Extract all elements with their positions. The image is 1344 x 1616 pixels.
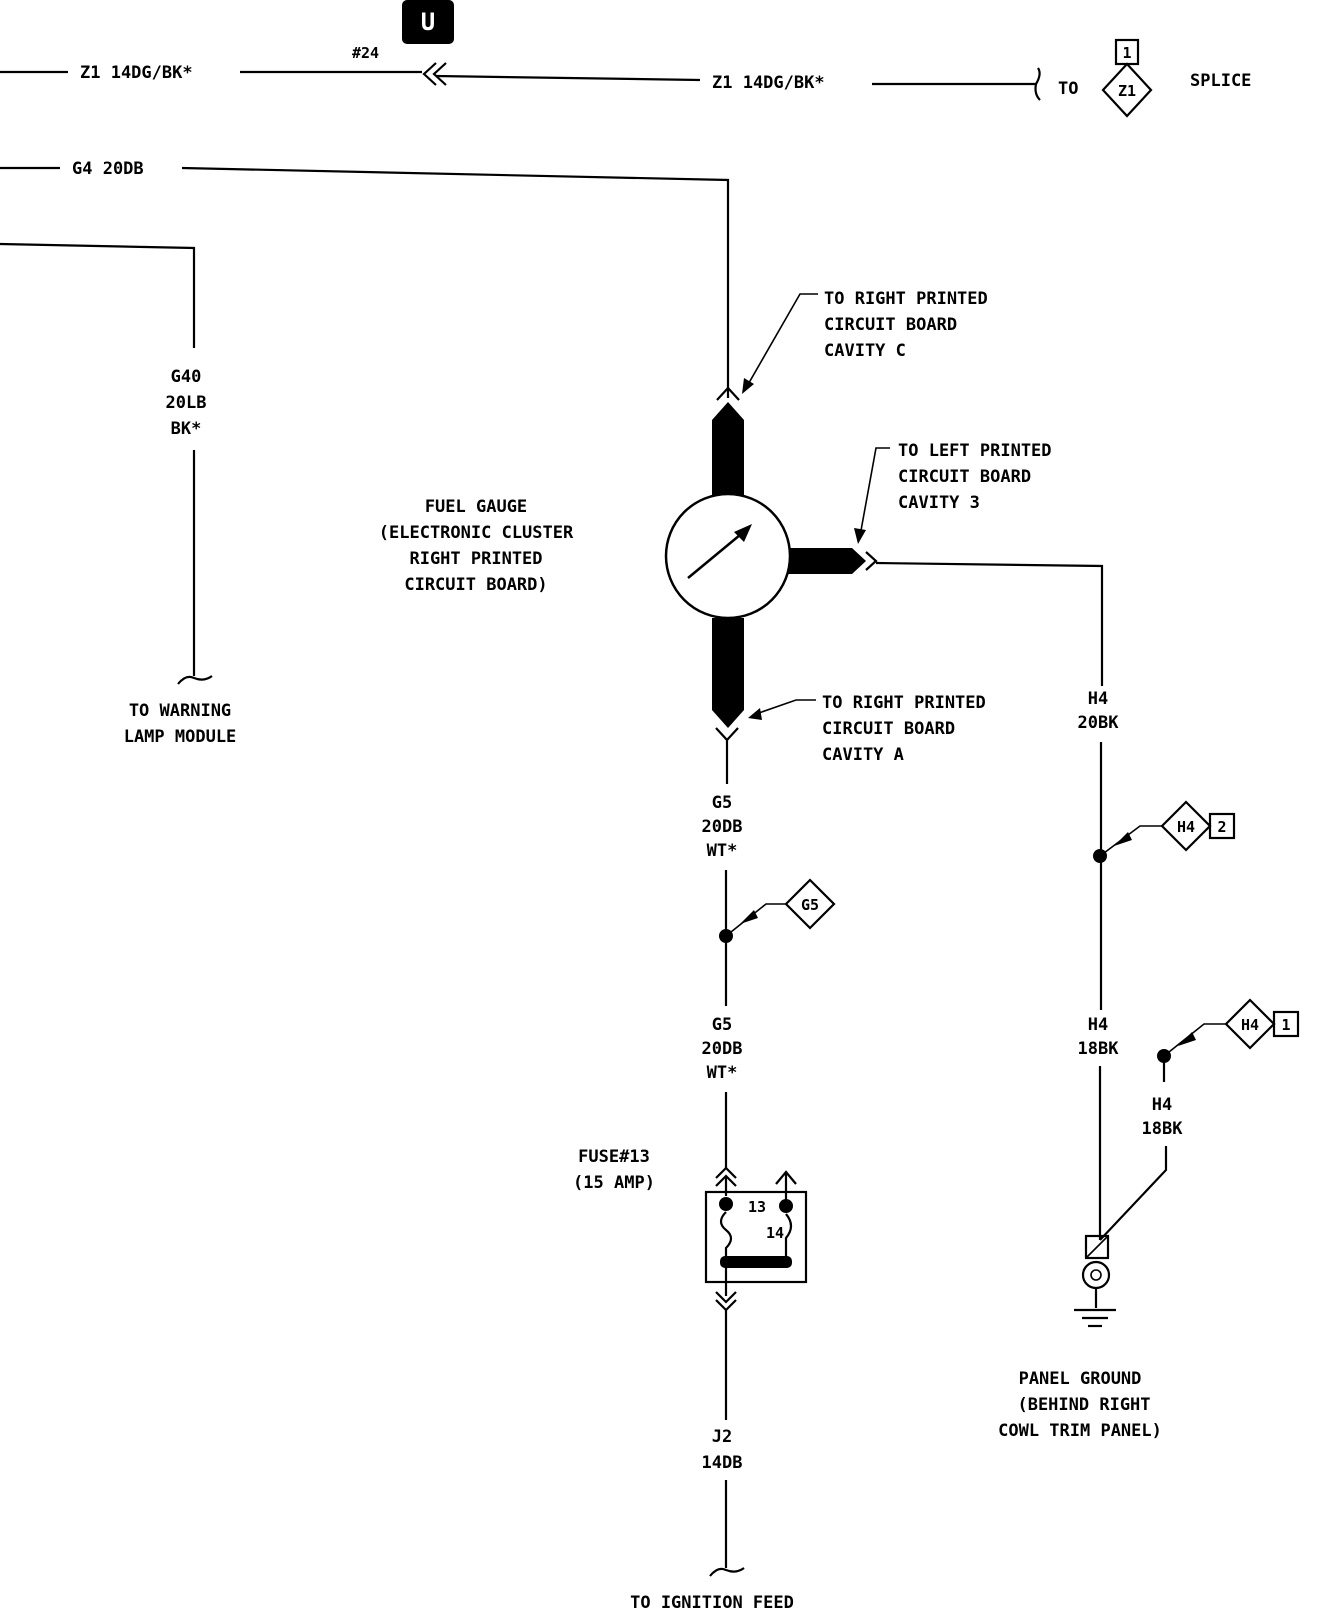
page-badge: U bbox=[402, 0, 454, 44]
z1-wire-break bbox=[1034, 67, 1041, 101]
h4-branch-label-1: H4 bbox=[1152, 1095, 1172, 1115]
fuse-label-2: (15 AMP) bbox=[573, 1173, 655, 1193]
g40-wire: G40 20LB BK* TO WARNING LAMP MODULE bbox=[0, 242, 237, 747]
g5-splice: G5 bbox=[719, 878, 836, 943]
fuel-gauge-needle-tip bbox=[734, 524, 752, 542]
cavity-3-label-1: TO LEFT PRINTED bbox=[898, 441, 1052, 461]
cavity-c-label-2: CIRCUIT BOARD bbox=[824, 315, 957, 335]
connector-24-label: #24 bbox=[352, 44, 379, 62]
g40-label-3: BK* bbox=[171, 419, 202, 439]
h4-splice-1-pin: 1 bbox=[1281, 1016, 1290, 1034]
cavity-3-label-3: CAVITY 3 bbox=[898, 493, 980, 513]
gauge-label-1: FUEL GAUGE bbox=[425, 497, 527, 517]
j2-label-1: J2 bbox=[712, 1427, 732, 1447]
g40-label-2: 20LB bbox=[166, 393, 207, 413]
fuel-gauge-needle bbox=[687, 529, 747, 579]
g40-label-1: G40 bbox=[171, 367, 202, 387]
panel-ground: PANEL GROUND (BEHIND RIGHT COWL TRIM PAN… bbox=[998, 1234, 1162, 1441]
cavity-c-label-3: CAVITY C bbox=[824, 341, 906, 361]
cavity-a-label-1: TO RIGHT PRINTED bbox=[822, 693, 986, 713]
fuel-gauge: FUEL GAUGE (ELECTRONIC CLUSTER RIGHT PRI… bbox=[379, 402, 866, 728]
g5-splice-id: G5 bbox=[801, 896, 819, 914]
g5-lower-label-2: 20DB bbox=[702, 1039, 743, 1059]
fuse-element bbox=[720, 1256, 792, 1268]
g5-upper-label-1: G5 bbox=[712, 793, 732, 813]
g5-upper-label-3: WT* bbox=[707, 841, 738, 861]
page-badge-text: U bbox=[421, 8, 435, 36]
z1-splice-id: Z1 bbox=[1118, 82, 1136, 100]
g5-lower-label-1: G5 bbox=[712, 1015, 732, 1035]
j2-wire-break bbox=[709, 1567, 745, 1577]
warning-lamp-label-2: LAMP MODULE bbox=[124, 727, 237, 747]
g40-wire-break bbox=[177, 675, 213, 685]
z1-splice-symbol: 1 Z1 SPLICE bbox=[1101, 38, 1251, 118]
ignition-feed-label: TO IGNITION FEED bbox=[630, 1593, 794, 1613]
h4-splice-2: H4 2 bbox=[1093, 800, 1236, 863]
fuse-pin-14: 14 bbox=[766, 1224, 784, 1242]
fuse-pin-13: 13 bbox=[748, 1198, 766, 1216]
cavity-c-label-1: TO RIGHT PRINTED bbox=[824, 289, 988, 309]
g5-upper-label-2: 20DB bbox=[702, 817, 743, 837]
h4-upper-label-2: 20BK bbox=[1078, 713, 1120, 733]
splice-label: SPLICE bbox=[1190, 71, 1251, 91]
h4-branch-label-2: 18BK bbox=[1142, 1119, 1184, 1139]
h4-wire: H4 20BK H4 18BK bbox=[1078, 689, 1120, 1240]
cavity-a-label-3: CAVITY A bbox=[822, 745, 904, 765]
h4-lower-label-2: 18BK bbox=[1078, 1039, 1120, 1059]
h4-splice-2-id: H4 bbox=[1177, 818, 1195, 836]
h4-upper-label-1: H4 bbox=[1088, 689, 1108, 709]
warning-lamp-label-1: TO WARNING bbox=[129, 701, 231, 721]
cavity-3-callout: TO LEFT PRINTED CIRCUIT BOARD CAVITY 3 bbox=[854, 441, 1104, 686]
gauge-label-4: CIRCUIT BOARD) bbox=[404, 575, 547, 595]
g4-label: G4 20DB bbox=[72, 159, 144, 179]
fuse-box bbox=[704, 1190, 808, 1284]
ground-label-2: (BEHIND RIGHT bbox=[1017, 1395, 1150, 1415]
fuse-13: FUSE#13 (15 AMP) 13 14 bbox=[573, 1147, 808, 1312]
h4-splice-1-id: H4 bbox=[1241, 1016, 1259, 1034]
cavity-a-label-2: CIRCUIT BOARD bbox=[822, 719, 955, 739]
ground-label-1: PANEL GROUND bbox=[1019, 1369, 1142, 1389]
z1-right-label: Z1 14DG/BK* bbox=[712, 73, 825, 93]
z1-wire: Z1 14DG/BK* #24 Z1 14DG/BK* TO bbox=[0, 44, 1078, 101]
gauge-label-3: RIGHT PRINTED bbox=[409, 549, 542, 569]
h4-splice-1: H4 1 H4 18BK bbox=[1099, 998, 1300, 1241]
splice-to-label: TO bbox=[1058, 79, 1078, 99]
g5-wire: G5 20DB WT* G5 20DB WT* bbox=[702, 727, 743, 1168]
g5-lower-label-3: WT* bbox=[707, 1063, 738, 1083]
z1-connector-arrow bbox=[422, 62, 447, 86]
j2-wire: J2 14DB TO IGNITION FEED bbox=[630, 1310, 794, 1613]
z1-splice-pin: 1 bbox=[1122, 44, 1131, 62]
h4-lower-label-1: H4 bbox=[1088, 1015, 1108, 1035]
fuse-label-1: FUSE#13 bbox=[578, 1147, 650, 1167]
cavity-3-label-2: CIRCUIT BOARD bbox=[898, 467, 1031, 487]
h4-splice-2-pin: 2 bbox=[1217, 818, 1226, 836]
j2-label-2: 14DB bbox=[702, 1453, 743, 1473]
cavity-c-callout: TO RIGHT PRINTED CIRCUIT BOARD CAVITY C bbox=[742, 289, 988, 394]
ground-label-3: COWL TRIM PANEL) bbox=[998, 1421, 1162, 1441]
z1-left-label: Z1 14DG/BK* bbox=[80, 63, 193, 83]
g4-wire: G4 20DB bbox=[0, 159, 740, 401]
gauge-label-2: (ELECTRONIC CLUSTER bbox=[379, 523, 574, 543]
cavity-a-callout: TO RIGHT PRINTED CIRCUIT BOARD CAVITY A bbox=[748, 693, 986, 765]
fuel-gauge-dial bbox=[664, 492, 792, 620]
